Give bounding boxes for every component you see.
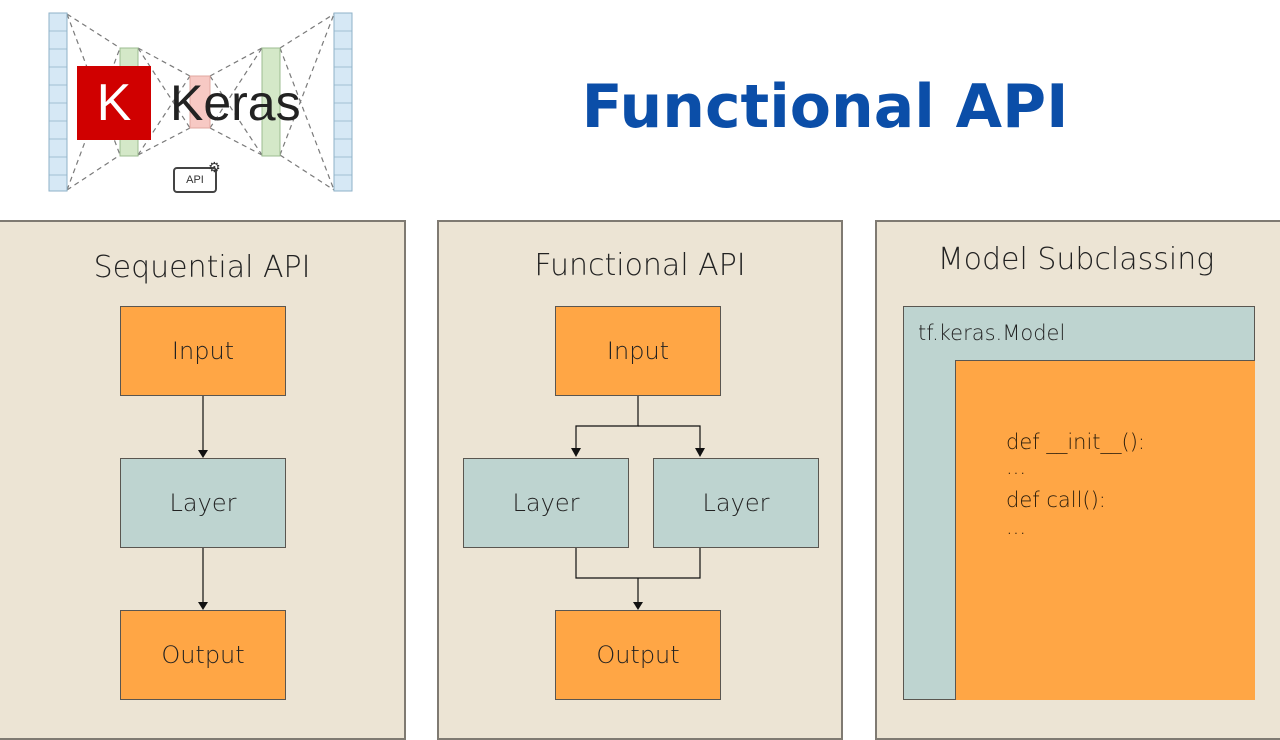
layer-node-left: Layer — [463, 458, 629, 548]
subclass-body: def __init__(): ... def call(): ... — [955, 360, 1255, 700]
panel-sequential-api: Sequential API Input Layer Output — [0, 220, 406, 740]
keras-brand-name: Keras — [170, 75, 301, 131]
api-badge: API — [173, 167, 217, 193]
connector-line — [638, 425, 701, 448]
keras-k-badge: K — [77, 66, 151, 140]
output-node: Output — [120, 610, 286, 700]
api-badge-label: API — [186, 174, 204, 186]
functional-connectors — [571, 394, 705, 610]
panel-functional-api: Functional API Input Layer Layer Output — [437, 220, 843, 740]
keras-logo: K Keras API ⚙ — [40, 0, 370, 205]
code-line: ... — [1006, 515, 1027, 539]
panel-model-subclassing: Model Subclassing tf.keras.Model def __i… — [875, 220, 1280, 740]
arrow-head-icon — [571, 448, 581, 457]
tf-keras-model-label: tf.keras.Model — [918, 321, 1066, 345]
arrow-head-icon — [695, 448, 705, 457]
sequential-connectors — [198, 394, 208, 610]
code-line: def call(): — [1006, 488, 1106, 512]
layer-node-right: Layer — [653, 458, 819, 548]
output-node: Output — [555, 610, 721, 700]
input-node: Input — [555, 306, 721, 396]
input-node: Input — [120, 306, 286, 396]
gear-icon: ⚙ — [208, 160, 221, 176]
tf-keras-model-container: tf.keras.Model def __init__(): ... def c… — [903, 306, 1255, 700]
panel-title: Model Subclassing — [937, 242, 1215, 277]
arrow-head-icon — [198, 602, 208, 610]
panel-title: Sequential API — [93, 250, 311, 285]
layer-node: Layer — [120, 458, 286, 548]
page-title: Functional API — [581, 72, 1069, 142]
connector-line — [575, 546, 701, 579]
arrow-head-icon — [198, 450, 208, 458]
arrow-head-icon — [633, 602, 643, 610]
code-line: ... — [1006, 455, 1027, 479]
code-line: def __init__(): — [1006, 430, 1145, 454]
connector-line — [575, 394, 639, 448]
panel-title: Functional API — [534, 248, 746, 283]
